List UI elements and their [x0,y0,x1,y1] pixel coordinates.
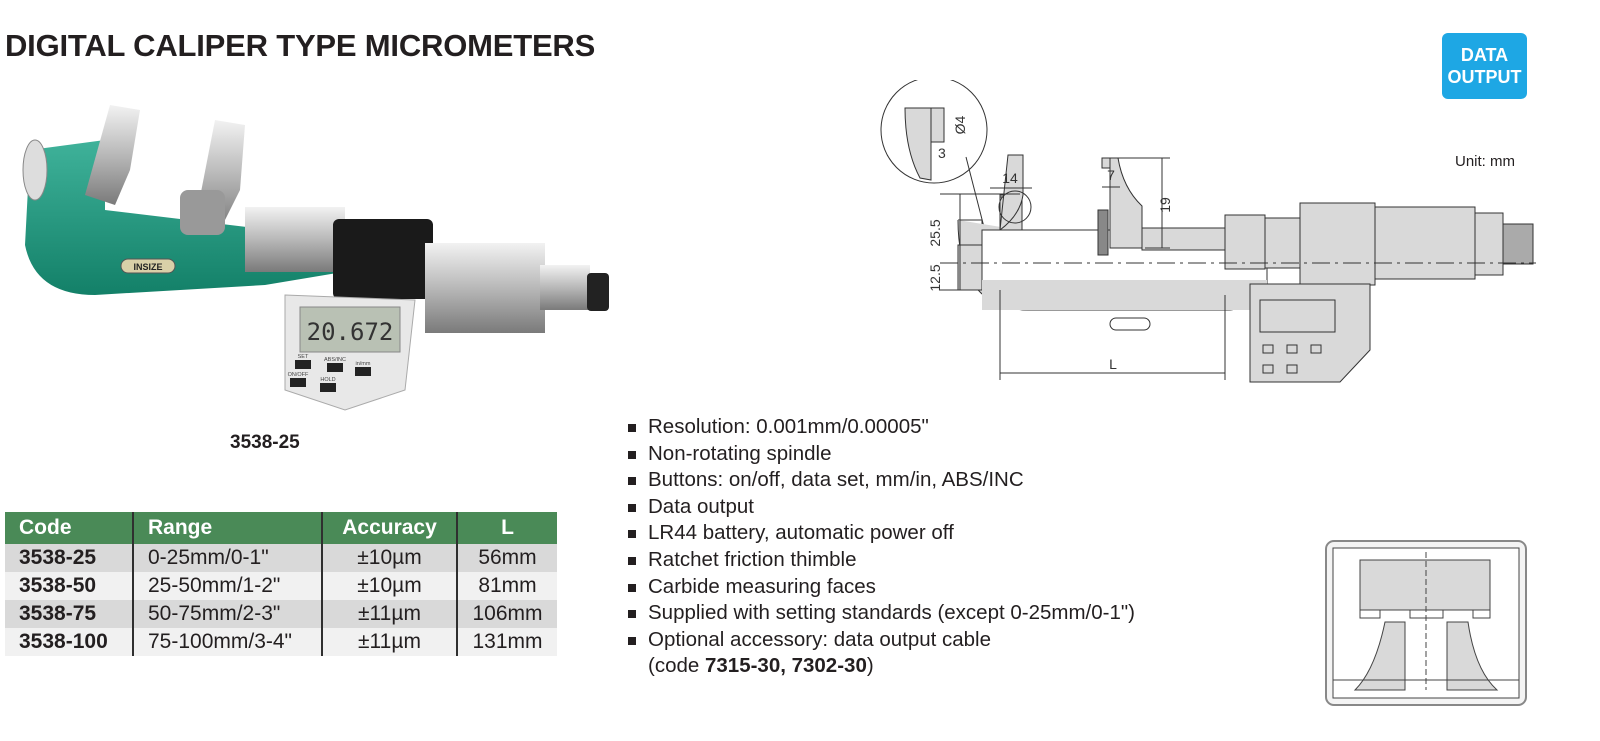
on-off-button-label: ON/OFF [288,372,309,378]
bullet-icon [628,503,636,512]
cell-l: 81mm [456,572,557,600]
hold-button-label: HOLD [320,377,335,383]
col-code: Code [5,512,133,544]
in-mm-button-label: in/mm [356,361,371,367]
cell-l: 106mm [456,600,557,628]
feature-text: Ratchet friction thimble [648,547,857,571]
cell-accuracy: ±11µm [321,600,457,628]
page-title: DIGITAL CALIPER TYPE MICROMETERS [5,28,596,63]
table-header-row: Code Range Accuracy L [5,512,557,544]
bullet-icon [628,583,636,592]
col-accuracy: Accuracy [321,512,457,544]
cable-note: (code 7315-30, 7302-30) [628,653,1135,680]
col-l: L [456,512,557,544]
set-button[interactable] [295,360,311,369]
cable-suffix: ) [866,654,874,678]
setting-standard-drawing [1325,540,1527,706]
cell-range: 0-25mm/0-1" [132,544,322,572]
feature-item: Optional accessory: data output cable [628,627,1135,654]
feature-item: Data output [628,494,1135,521]
dim-12-5: 12.5 [927,264,943,291]
product-photo: INSIZE 20.672 SET ABS/INC ON/OFF HOLD in… [22,105,609,411]
in-mm-button[interactable] [355,367,371,376]
feature-text: Carbide measuring faces [648,574,876,598]
cell-l: 56mm [456,544,557,572]
dim-7: 7 [1107,167,1115,183]
feature-item: Non-rotating spindle [628,441,1135,468]
bullet-icon [628,424,636,432]
cell-code: 3538-25 [5,544,133,572]
lcd-reading: 20.672 [307,318,394,346]
hold-button[interactable] [320,383,336,392]
cell-code: 3538-75 [5,600,133,628]
bullet-icon [628,530,636,539]
dim-19: 19 [1157,197,1173,213]
feature-text: Buttons: on/off, data set, mm/in, ABS/IN… [648,468,1024,492]
feature-item: Supplied with setting standards (except … [628,600,1135,627]
cell-range: 25-50mm/1-2" [132,572,322,600]
bullet-icon [628,636,636,645]
bullet-icon [628,556,636,565]
cell-accuracy: ±10µm [321,572,457,600]
feature-item: Buttons: on/off, data set, mm/in, ABS/IN… [628,467,1135,494]
feature-text: LR44 battery, automatic power off [648,521,954,545]
data-output-badge: DATA OUTPUT [1442,33,1527,99]
cell-range: 75-100mm/3-4" [132,628,322,656]
feature-item: LR44 battery, automatic power off [628,520,1135,547]
badge-line2: OUTPUT [1447,67,1522,87]
abs-inc-button-label: ABS/INC [324,357,346,363]
cable-codes: 7315-30, 7302-30 [704,654,867,678]
feature-item: Carbide measuring faces [628,574,1135,601]
set-button-label: SET [298,354,309,360]
feature-text: Supplied with setting standards (except … [648,601,1135,625]
dim-25-5: 25.5 [927,219,943,246]
feature-text: Resolution: 0.001mm/0.00005" [648,415,929,438]
cell-code: 3538-50 [5,572,133,600]
cable-prefix: (code [648,654,705,678]
abs-inc-button[interactable] [327,363,343,372]
feature-text: Optional accessory: data output cable [648,627,992,651]
bullet-icon [628,610,636,619]
bullet-icon [628,450,636,459]
unit-label: Unit: mm [1455,153,1515,170]
photo-caption: 3538-25 [230,432,300,453]
bullet-icon [628,477,636,486]
feature-item: Ratchet friction thimble [628,547,1135,574]
feature-text: Non-rotating spindle [648,441,832,465]
col-range: Range [132,512,322,544]
on-off-button[interactable] [290,378,306,387]
cell-l: 131mm [456,628,557,656]
cell-code: 3538-100 [5,628,133,656]
badge-line1: DATA [1460,45,1509,65]
brand-logo: INSIZE [133,262,162,272]
dim-14: 14 [1002,170,1018,186]
feature-item: Resolution: 0.001mm/0.00005" [628,414,1135,441]
dim-l: L [1109,356,1117,372]
feature-text: Data output [648,494,754,518]
feature-list: Resolution: 0.001mm/0.00005" Non-rotatin… [628,414,1135,680]
cell-accuracy: ±11µm [321,628,457,656]
dim-d4: Ø4 [952,115,968,134]
dim-d3: 3 [938,145,946,161]
cell-accuracy: ±10µm [321,544,457,572]
dimension-drawing: Ø4 3 25.5 12.5 14 7 19 L [880,80,1536,383]
cell-range: 50-75mm/2-3" [132,600,322,628]
